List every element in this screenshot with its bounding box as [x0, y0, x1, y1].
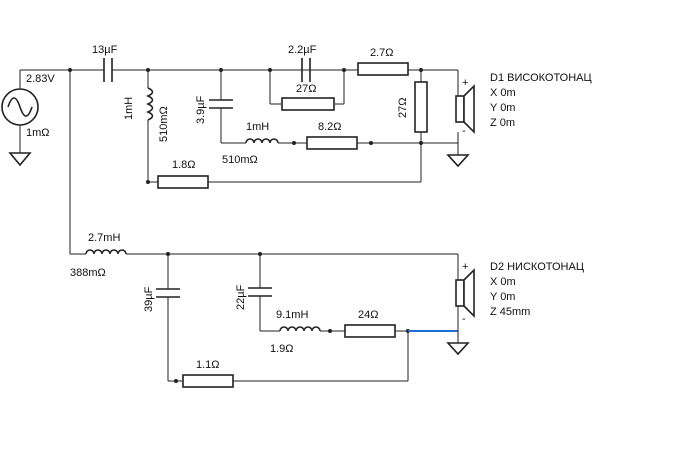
driver1-name: D1 ВИСОКОТОНАЦ	[490, 72, 592, 84]
capacitor-3-9uf[interactable]	[209, 99, 233, 109]
capacitor-2-2uf[interactable]	[301, 58, 311, 82]
inductor-9-1mh-label: 9.1mH	[276, 309, 308, 321]
capacitor-13uf[interactable]	[103, 58, 113, 82]
resistor-2-7-ohm[interactable]	[357, 62, 409, 76]
resistor-8-2-ohm[interactable]	[306, 136, 358, 150]
resistor-1-8-ohm-label: 1.8Ω	[172, 159, 196, 171]
inductor-1mh-shunt-res-label: 510mΩ	[158, 106, 170, 142]
capacitor-22uf-label: 22µF	[235, 284, 247, 310]
resistor-24-ohm[interactable]	[344, 324, 396, 338]
source-resistance-label: 1mΩ	[26, 127, 50, 139]
inductor-1mh-shunt-label: 1mH	[123, 97, 135, 120]
driver2-x: X 0m	[490, 276, 516, 288]
driver2-z: Z 45mm	[490, 306, 530, 318]
resistor-27-ohm-load[interactable]	[414, 81, 428, 133]
inductor-9-1mh[interactable]	[279, 326, 321, 332]
resistor-24-ohm-label: 24Ω	[358, 309, 378, 321]
source-voltage-label: 2.83V	[26, 73, 55, 85]
driver2-name: D2 НИСКОТОНАЦ	[490, 261, 584, 273]
capacitor-3-9uf-label: 3.9µF	[195, 95, 207, 124]
resistor-1-1-ohm-label: 1.1Ω	[196, 359, 220, 371]
inductor-2-7mh-res-label: 388mΩ	[70, 267, 106, 279]
inductor-2-7mh[interactable]	[85, 249, 127, 255]
resistor-2-7-ohm-label: 2.7Ω	[370, 47, 394, 59]
capacitor-22uf[interactable]	[248, 287, 272, 297]
inductor-1mh-series[interactable]	[245, 138, 279, 144]
resistor-27-ohm-load-label: 27Ω	[397, 98, 409, 118]
resistor-1-1-ohm[interactable]	[182, 374, 234, 388]
resistor-27-ohm-parallel-label: 27Ω	[296, 83, 316, 95]
woofer-driver-icon[interactable]	[455, 268, 475, 318]
capacitor-39uf-label: 39µF	[143, 286, 155, 312]
tweeter-driver-icon[interactable]	[455, 84, 475, 134]
driver2-plus-label: +	[462, 261, 468, 273]
capacitor-39uf[interactable]	[156, 288, 180, 298]
inductor-2-7mh-label: 2.7mH	[88, 232, 120, 244]
driver1-plus-label: +	[462, 77, 468, 89]
voltage-source[interactable]	[1, 69, 70, 167]
inductor-1mh-series-res-label: 510mΩ	[222, 154, 258, 166]
driver1-z: Z 0m	[490, 117, 515, 129]
capacitor-13uf-label: 13µF	[92, 44, 118, 56]
resistor-1-8-ohm[interactable]	[157, 175, 209, 189]
driver2-minus-label: -	[462, 313, 466, 325]
inductor-1mh-shunt[interactable]	[146, 87, 154, 121]
capacitor-2-2uf-label: 2.2µF	[288, 44, 317, 56]
driver1-x: X 0m	[490, 87, 516, 99]
inductor-9-1mh-res-label: 1.9Ω	[270, 343, 294, 355]
driver2-y: Y 0m	[490, 291, 515, 303]
resistor-27-ohm-parallel[interactable]	[281, 97, 335, 111]
driver1-minus-label: -	[462, 125, 466, 137]
driver1-y: Y 0m	[490, 102, 515, 114]
resistor-8-2-ohm-label: 8.2Ω	[318, 121, 342, 133]
inductor-1mh-series-label: 1mH	[246, 121, 269, 133]
